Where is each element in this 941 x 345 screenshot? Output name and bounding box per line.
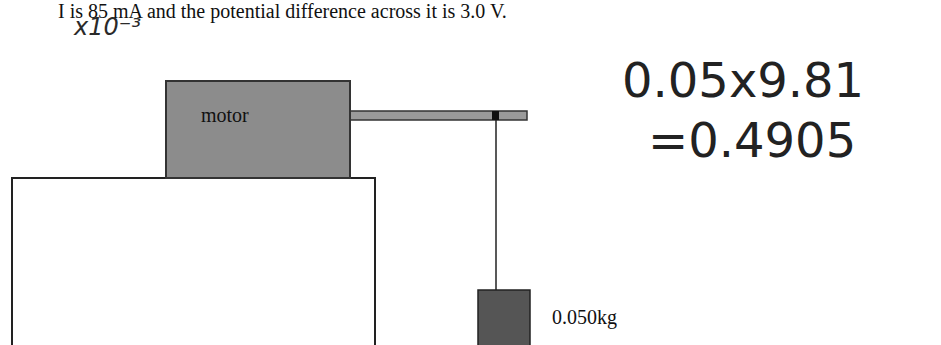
pulley-point [492,111,499,120]
mass [478,290,530,345]
handwritten-working: 0.05x9.81 [622,52,864,108]
bench [12,178,375,345]
handwritten-note: x10⁻³ [74,13,141,41]
handwritten-working: =0.4905 [648,112,856,168]
motor-box: motor [165,80,351,179]
rod [350,111,527,120]
node-label: motor [201,104,249,127]
mass-label: 0.050kg [552,306,617,329]
string [495,120,497,291]
